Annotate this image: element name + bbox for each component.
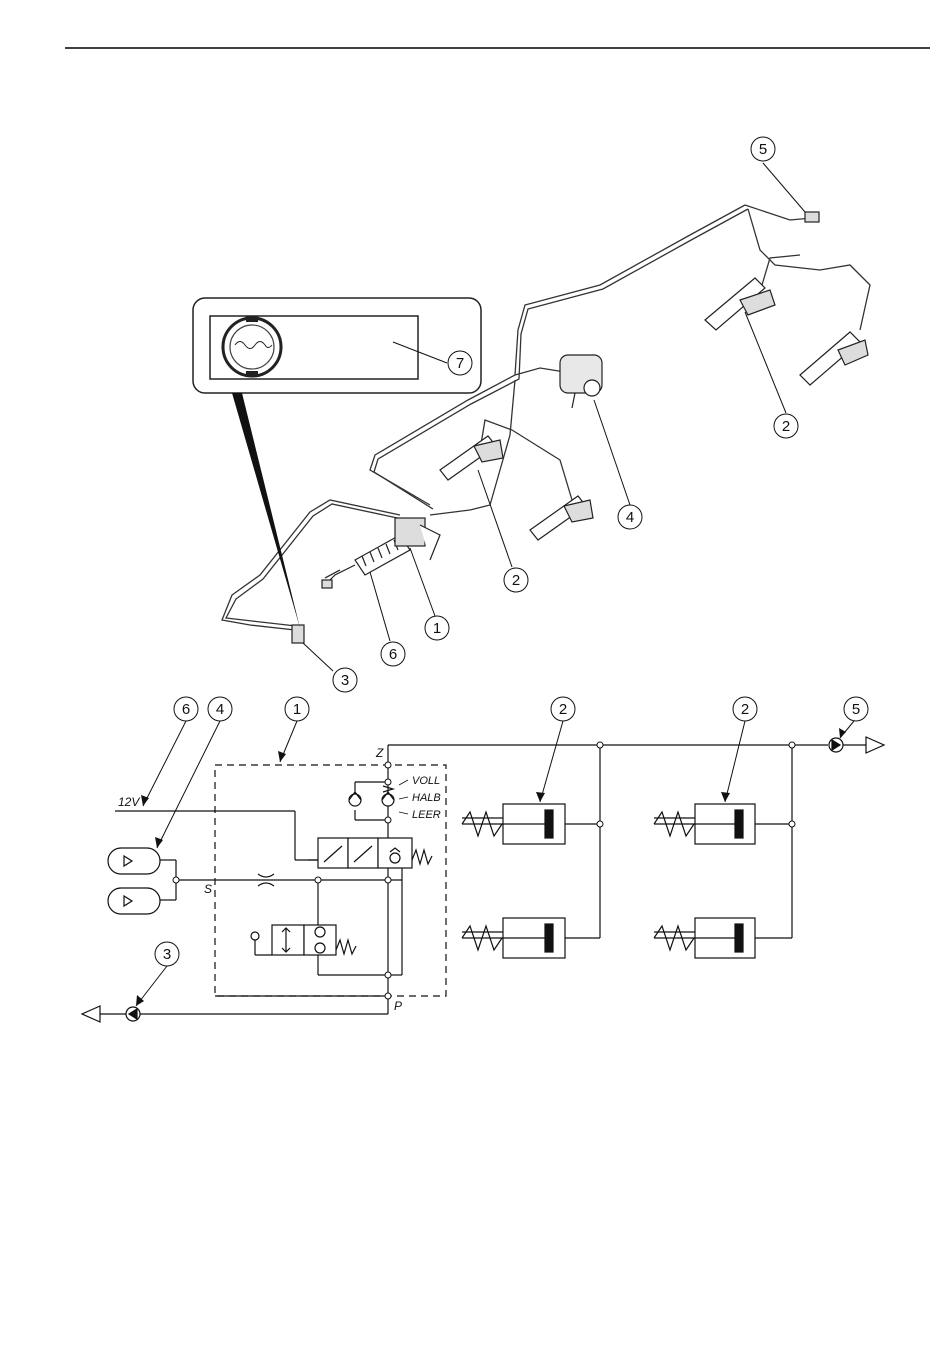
callout-upper-5: 5 bbox=[751, 137, 775, 161]
accumulator-lower bbox=[108, 888, 160, 914]
svg-text:1: 1 bbox=[433, 620, 441, 637]
callout-lower-2b: 2 bbox=[733, 697, 757, 721]
schematic-cylinder-3 bbox=[654, 804, 755, 844]
callout-upper-6: 6 bbox=[381, 642, 405, 666]
manual-valve bbox=[251, 925, 356, 955]
accumulator-upper bbox=[108, 848, 160, 874]
svg-text:6: 6 bbox=[389, 646, 397, 663]
svg-text:2: 2 bbox=[782, 418, 790, 435]
callout-upper-2b: 2 bbox=[504, 568, 528, 592]
schematic-cylinder-2 bbox=[462, 918, 565, 958]
port-p-label: P bbox=[394, 999, 402, 1013]
callout-upper-2a: 2 bbox=[774, 414, 798, 438]
callout-lower-4: 4 bbox=[208, 697, 232, 721]
callout-lower-6: 6 bbox=[174, 697, 198, 721]
svg-text:2: 2 bbox=[512, 572, 520, 589]
svg-text:4: 4 bbox=[216, 701, 224, 718]
svg-text:3: 3 bbox=[163, 946, 171, 963]
hydraulic-schematic bbox=[115, 745, 828, 1014]
svg-text:4: 4 bbox=[626, 509, 634, 526]
schematic-coupling-3 bbox=[82, 1006, 140, 1022]
load-level-leer: LEER bbox=[412, 809, 441, 821]
load-level-labels bbox=[399, 780, 408, 814]
solenoid-valve bbox=[308, 838, 432, 868]
svg-text:1: 1 bbox=[293, 701, 301, 718]
voltage-label: 12V bbox=[118, 795, 140, 809]
callout-lower-2a: 2 bbox=[551, 697, 575, 721]
callout-lower-3: 3 bbox=[155, 942, 179, 966]
callout-leaders-upper bbox=[303, 163, 805, 671]
drum-brake-inset bbox=[193, 298, 481, 628]
callout-upper-7: 7 bbox=[448, 351, 472, 375]
coupling-head-5 bbox=[805, 212, 819, 222]
load-selector-valve bbox=[349, 786, 394, 806]
schematic-coupling-5 bbox=[829, 737, 884, 753]
junction-dots bbox=[173, 742, 795, 999]
callout-lower-1: 1 bbox=[285, 697, 309, 721]
svg-text:6: 6 bbox=[182, 701, 190, 718]
svg-text:3: 3 bbox=[341, 672, 349, 689]
front-brake-cylinder-upper bbox=[440, 436, 503, 480]
control-valve-assembly bbox=[322, 518, 440, 588]
callout-upper-3: 3 bbox=[333, 668, 357, 692]
callout-arrowheads-lower bbox=[136, 728, 846, 1006]
callout-leaders-lower bbox=[136, 721, 854, 1006]
callout-lower-5: 5 bbox=[844, 697, 868, 721]
port-z-label: Z bbox=[375, 746, 384, 760]
load-sensing-valve bbox=[560, 355, 602, 408]
svg-text:2: 2 bbox=[559, 701, 567, 718]
svg-text:7: 7 bbox=[456, 355, 464, 372]
load-level-voll: VOLL bbox=[412, 775, 440, 787]
svg-text:5: 5 bbox=[852, 701, 860, 718]
rear-brake-cylinder-lower bbox=[800, 332, 868, 385]
pipework-perspective bbox=[222, 205, 870, 630]
schematic-cylinder-1 bbox=[462, 804, 565, 844]
callout-upper-1: 1 bbox=[425, 616, 449, 640]
coupling-head-3 bbox=[292, 625, 304, 643]
front-brake-cylinder-lower bbox=[530, 496, 593, 540]
load-level-halb: HALB bbox=[412, 792, 441, 804]
inset-leader bbox=[232, 393, 300, 628]
svg-text:5: 5 bbox=[759, 141, 767, 158]
port-s-label: S bbox=[204, 882, 212, 896]
schematic-cylinder-4 bbox=[654, 918, 755, 958]
rear-brake-cylinder-upper bbox=[705, 278, 775, 330]
callout-upper-4: 4 bbox=[618, 505, 642, 529]
svg-text:2: 2 bbox=[741, 701, 749, 718]
